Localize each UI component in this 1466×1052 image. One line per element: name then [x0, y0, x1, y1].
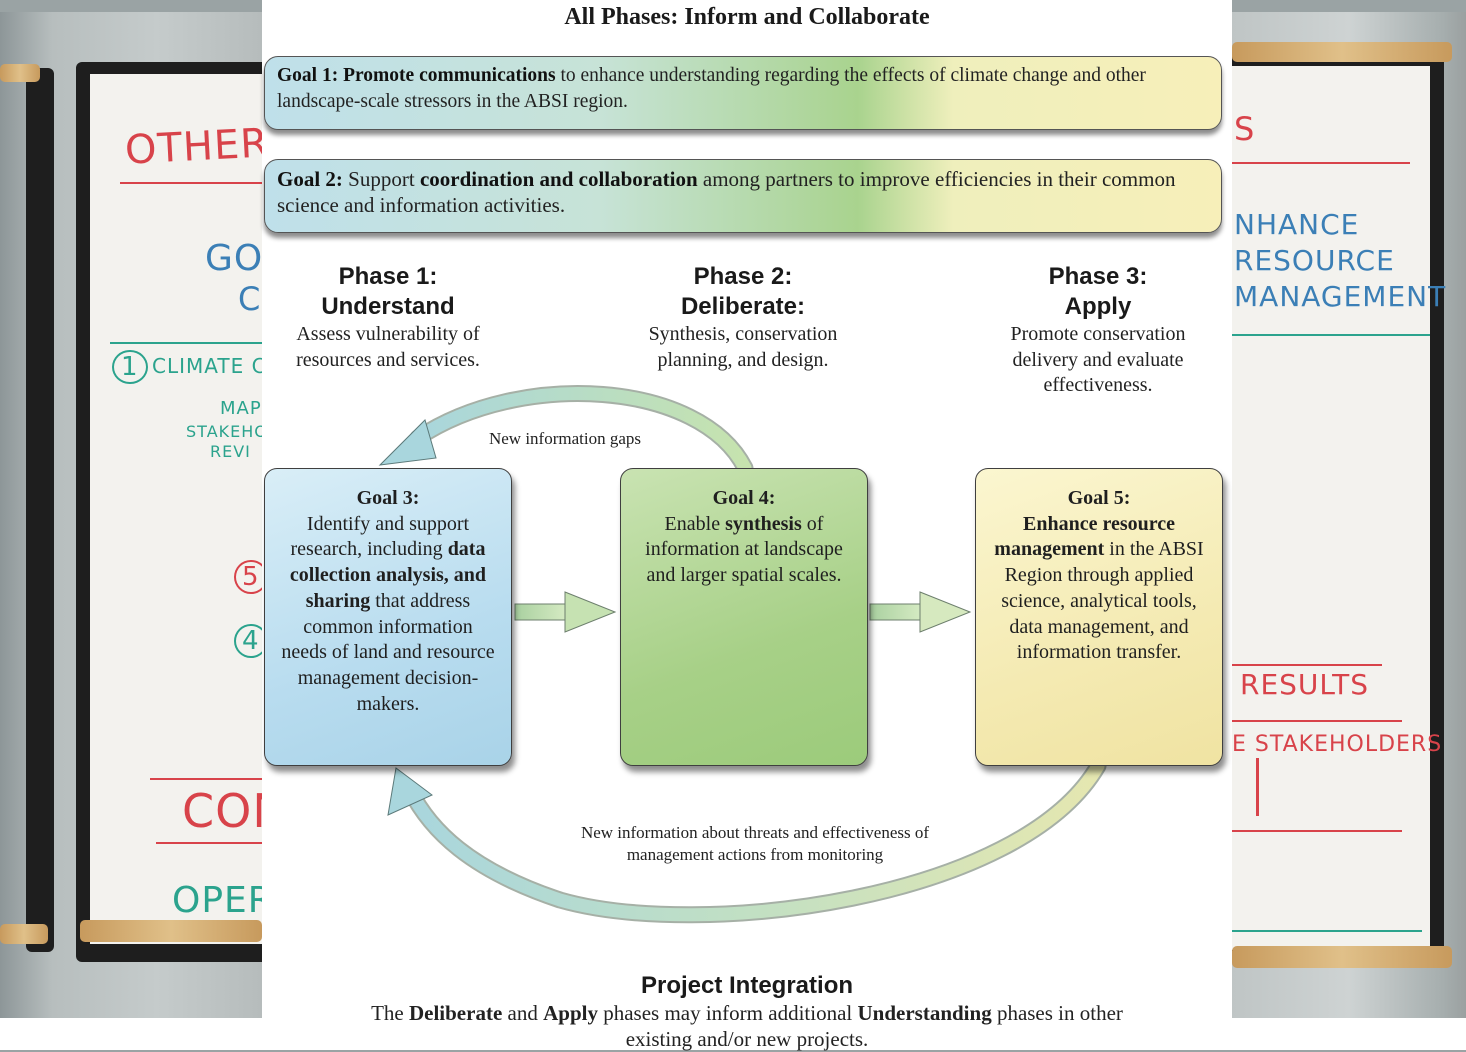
integration-text-part: The: [371, 1001, 404, 1025]
integration-title: Project Integration: [640, 972, 854, 999]
whiteboard-text: 1: [112, 350, 148, 384]
arrow-goal3-to-goal4: [514, 591, 617, 633]
integration-bold-understanding: Understanding: [857, 1001, 992, 1025]
goal-2-text: among partners to improve efficiencies i…: [277, 167, 1176, 217]
bottom-loop-arrowhead: [387, 767, 433, 816]
phase-1-number: Phase 1:: [338, 263, 438, 290]
integration-text-part: and: [507, 1001, 538, 1025]
goal-4-bold: synthesis: [725, 512, 802, 535]
whiteboard-photo-left: OTHER GOF C 1 CLIMATE CH MAP STAKEHO REV…: [0, 12, 287, 1018]
phase-3-description: Promote conservation delivery and evalua…: [1010, 323, 1186, 396]
goal-1-banner: Goal 1: Promote communications to enhanc…: [264, 56, 1222, 130]
phase-1-description: Assess vulnerability of resources and se…: [296, 323, 480, 371]
diagram-title: All Phases: Inform and Collaborate: [564, 4, 930, 30]
whiteboard-text: RESOURCE: [1234, 244, 1395, 277]
goal-5-title: Goal 5:: [1067, 487, 1131, 509]
bottom-loop-label: New information about threats and effect…: [580, 823, 930, 864]
integration-text-part: phases in other existing and/or new proj…: [625, 1001, 1123, 1051]
phase-3: Phase 3: Apply Promote conservation deli…: [938, 262, 1258, 399]
phase-2-description: Synthesis, conservation planning, and de…: [648, 323, 838, 371]
phase-1: Phase 1: Understand Assess vulnerability…: [228, 262, 548, 373]
integration-bold-apply: Apply: [543, 1001, 598, 1025]
whiteboard-text: RESULTS: [1240, 668, 1370, 701]
whiteboard-text: MAP: [220, 398, 262, 419]
goal-4-pre: Enable: [664, 512, 721, 535]
whiteboard-text: S: [1234, 110, 1256, 148]
integration-bold-deliberate: Deliberate: [408, 1001, 503, 1025]
whiteboard-text: E STAKEHOLDERS: [1232, 732, 1443, 757]
goal-1-text: to enhance understanding regarding the e…: [277, 65, 1146, 112]
whiteboard-text: REVI: [210, 442, 251, 461]
goal-5-bold: Enhance resource management: [994, 512, 1176, 561]
phase-3-number: Phase 3:: [1048, 263, 1148, 290]
top-loop-arrowhead: [378, 419, 437, 466]
whiteboard-photo-right: S NHANCE RESOURCE MANAGEMENT RESULTS E S…: [1232, 12, 1466, 1018]
goal-4-box: Goal 4: Enable synthesis of information …: [620, 468, 868, 766]
phase-2: Phase 2: Deliberate: Synthesis, conserva…: [583, 262, 903, 373]
whiteboard-text: MANAGEMENT: [1234, 280, 1447, 313]
whiteboard-text: OPER: [172, 880, 274, 921]
whiteboard-text: CLIMATE CH: [152, 354, 283, 378]
goal-1-bold: Promote communications: [343, 65, 556, 86]
goal-5-box: Goal 5: Enhance resource management in t…: [975, 468, 1223, 766]
goal-5-post: in the ABSI Region through applied scien…: [1001, 538, 1204, 664]
whiteboard-text: STAKEHO: [186, 422, 268, 441]
goal-2-pre: Support: [348, 167, 415, 191]
goal-3-pre: Identify and support research, including: [290, 512, 470, 561]
integration-text: The Deliberate and Apply phases may info…: [362, 1000, 1132, 1052]
goal-3-bold: data collection analysis, and sharing: [289, 538, 487, 612]
whiteboard-text: NHANCE: [1234, 208, 1360, 241]
phase-1-name: Understand: [321, 293, 455, 320]
phase-3-name: Apply: [1064, 293, 1132, 320]
phase-2-number: Phase 2:: [693, 263, 793, 290]
goal-2-label: Goal 2:: [277, 167, 343, 191]
phase-2-name: Deliberate:: [680, 293, 806, 320]
whiteboard-text: C: [238, 280, 262, 318]
goal-2-banner: Goal 2: Support coordination and collabo…: [264, 159, 1222, 233]
goal-3-box: Goal 3: Identify and support research, i…: [264, 468, 512, 766]
goal-4-post: of information at landscape and larger s…: [645, 512, 843, 587]
goal-2-bold: coordination and collaboration: [419, 167, 698, 191]
arrow-goal4-to-goal5: [869, 591, 972, 633]
goal-1-label: Goal 1:: [277, 65, 339, 86]
top-loop-label: New information gaps: [488, 429, 642, 448]
goal-3-post: that address common information needs of…: [281, 589, 495, 715]
integration-text-part: phases may inform additional: [603, 1001, 853, 1025]
goal-3-title: Goal 3:: [356, 487, 420, 509]
goal-4-title: Goal 4:: [712, 487, 776, 509]
